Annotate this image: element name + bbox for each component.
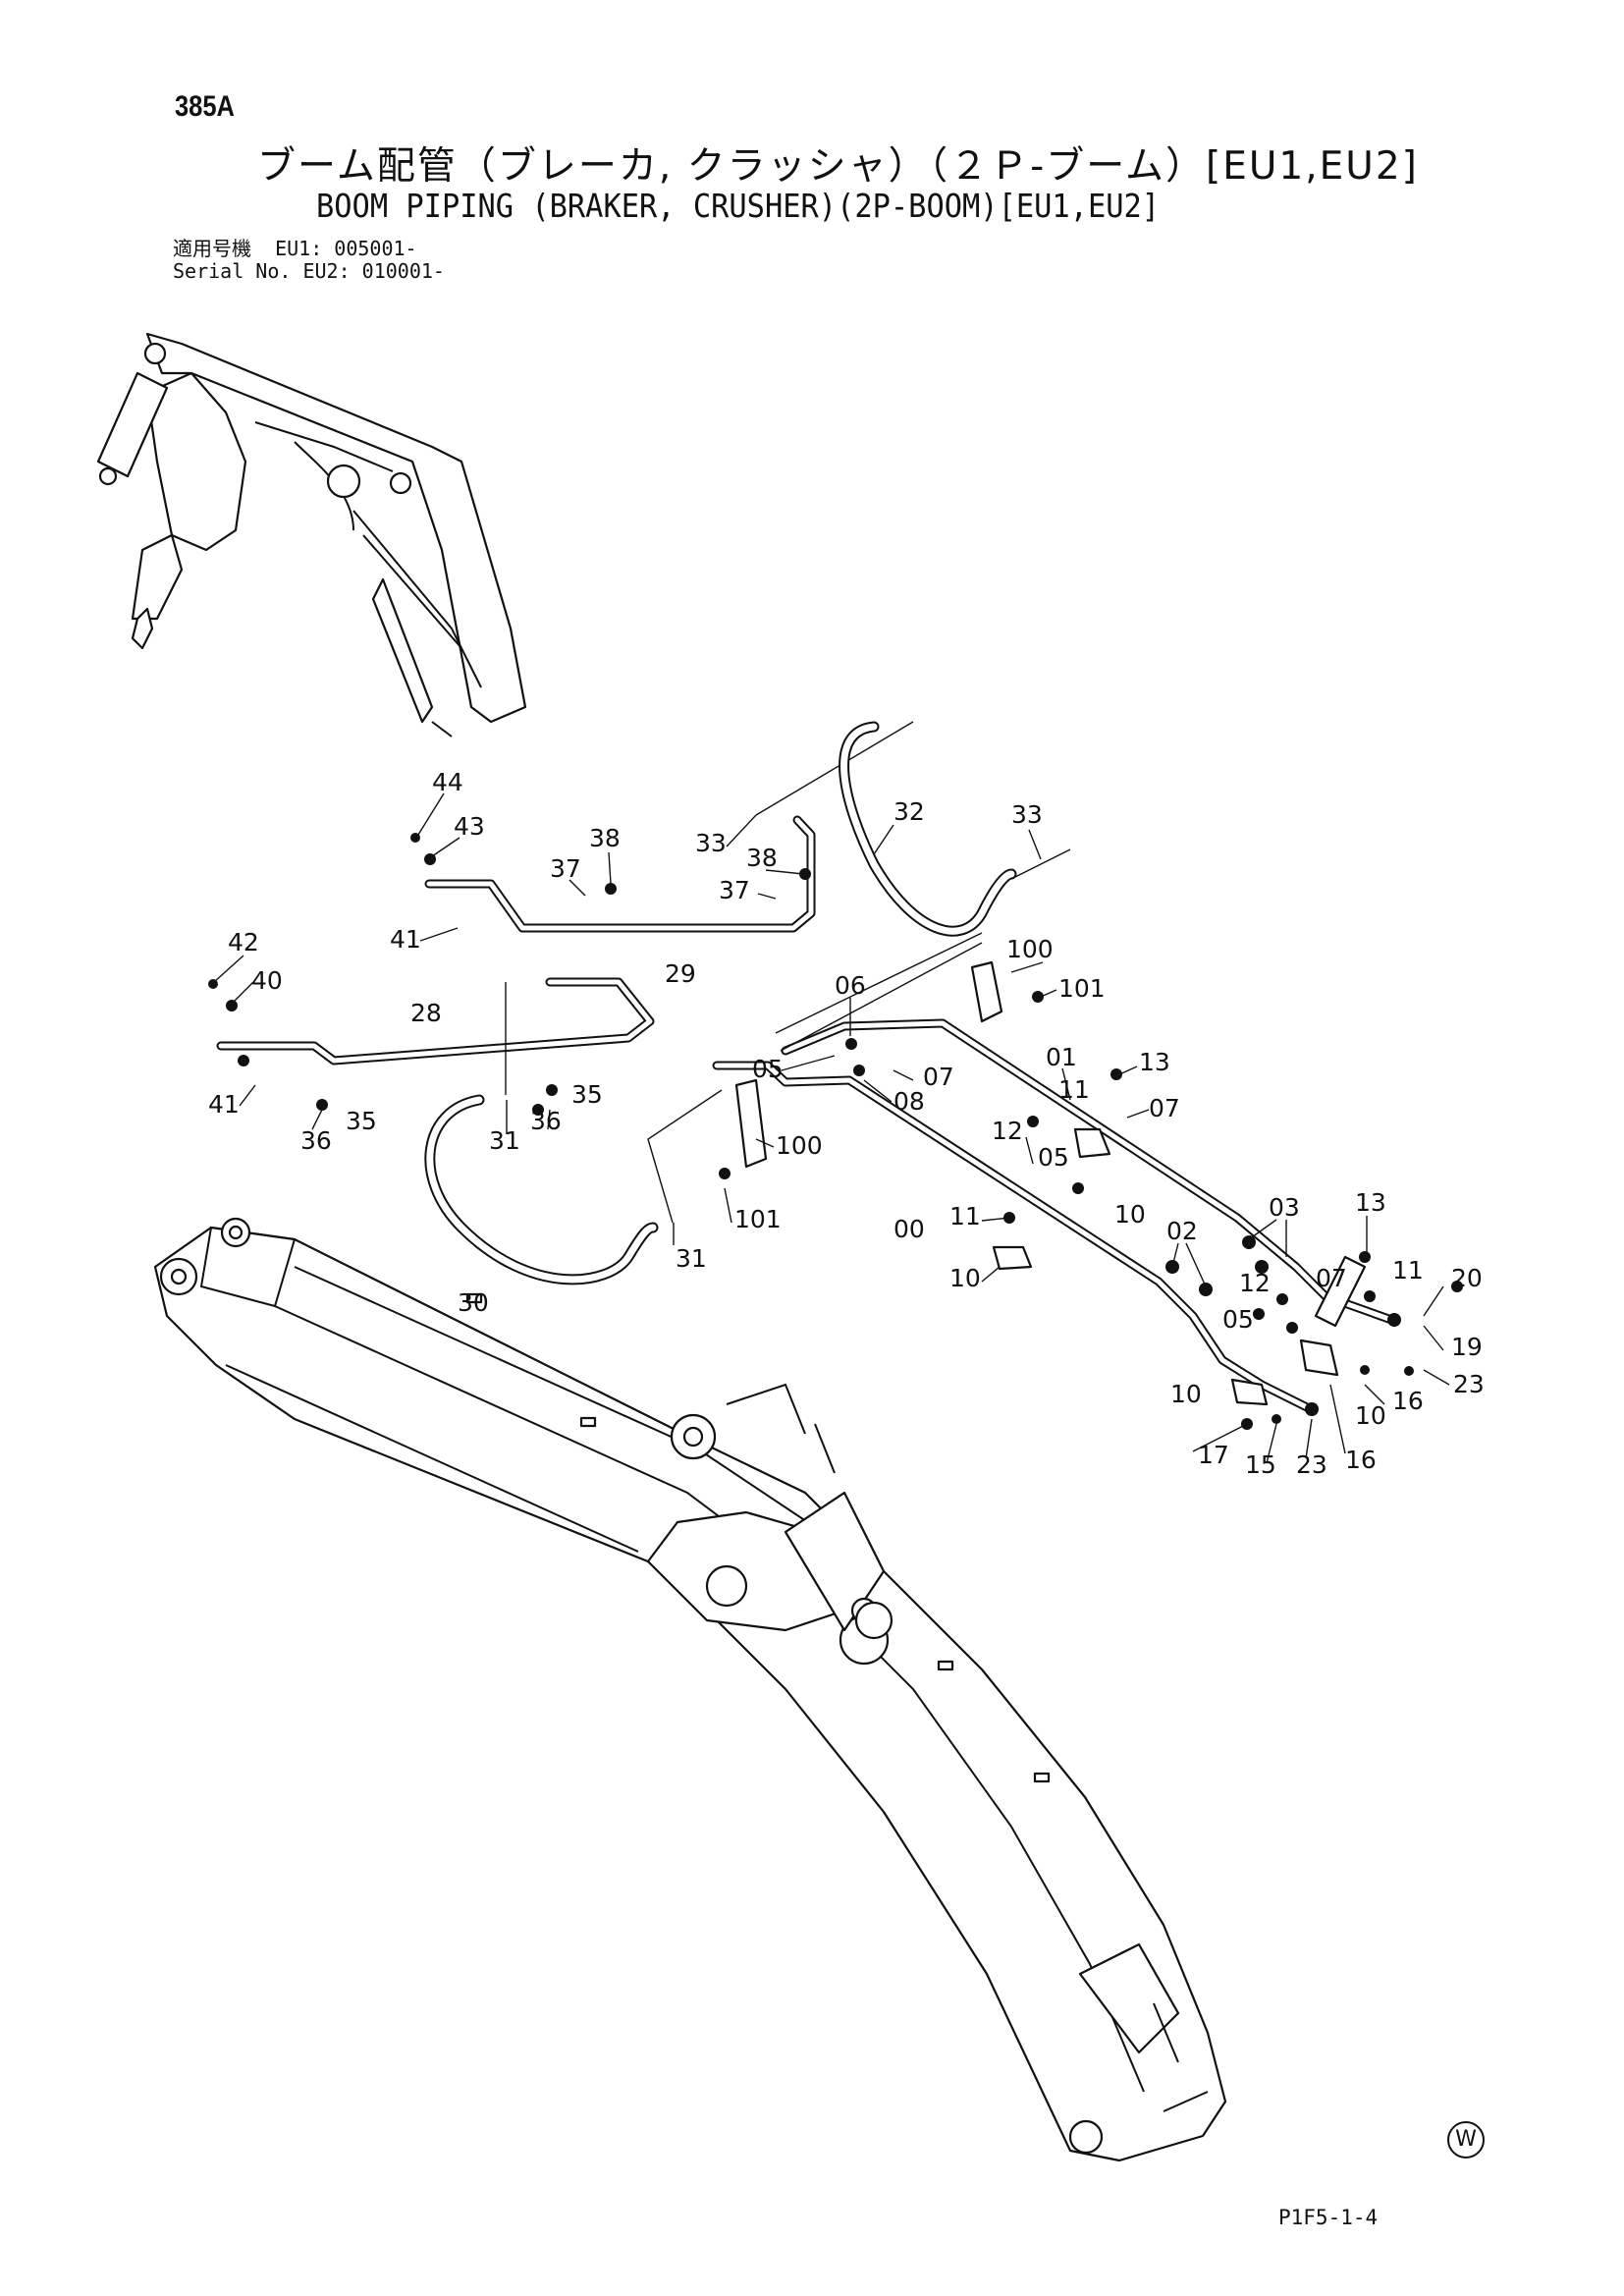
callout-13: 13: [1139, 1048, 1170, 1076]
callout-07: 07: [923, 1063, 954, 1091]
hose-32: [839, 721, 1071, 937]
callout-36: 36: [300, 1126, 332, 1155]
callout-35: 35: [346, 1107, 377, 1135]
serial-eu2: EU2: 010001-: [302, 259, 445, 283]
callout-100: 100: [776, 1131, 823, 1160]
title-japanese: ブーム配管（ブレーカ, クラッシャ）（２Ｐ-ブーム）[EU1,EU2]: [257, 144, 1419, 189]
callout-08: 08: [893, 1087, 925, 1116]
callout-11: 11: [1392, 1256, 1424, 1285]
leader-lines: [213, 793, 1450, 1464]
callout-30: 30: [458, 1288, 489, 1317]
callout-19: 19: [1451, 1333, 1483, 1361]
watermark-symbol: W: [1447, 2121, 1485, 2159]
callout-37: 37: [719, 876, 750, 904]
callout-31: 31: [489, 1126, 520, 1155]
pipe-28: [216, 977, 655, 1095]
callout-101: 101: [1058, 974, 1106, 1003]
callout-05: 05: [1038, 1143, 1069, 1172]
callout-03: 03: [1269, 1193, 1300, 1222]
inset-machine-view: [96, 332, 527, 738]
callout-10: 10: [1355, 1401, 1386, 1430]
callout-33: 33: [695, 829, 727, 857]
callout-38: 38: [746, 844, 778, 872]
callout-16: 16: [1392, 1387, 1424, 1415]
serial-eu1: EU1: 005001-: [275, 237, 417, 260]
serial-label-en: Serial No.: [173, 259, 292, 283]
callout-41: 41: [208, 1090, 240, 1119]
callout-20: 20: [1451, 1264, 1483, 1292]
callout-05: 05: [1222, 1305, 1254, 1334]
callout-11: 11: [949, 1202, 981, 1230]
callout-100: 100: [1006, 935, 1054, 963]
callout-07: 07: [1316, 1264, 1347, 1292]
callout-12: 12: [1239, 1269, 1271, 1297]
callout-28: 28: [410, 999, 442, 1027]
callout-12: 12: [992, 1117, 1023, 1145]
callout-33: 33: [1011, 800, 1043, 829]
callout-labels: 44 43 38 37 38 37 33 33 32 29 41 42 40 2…: [208, 768, 1485, 1479]
callout-13: 13: [1355, 1188, 1386, 1217]
callout-01: 01: [1046, 1043, 1077, 1071]
callout-29: 29: [665, 959, 696, 988]
callout-42: 42: [228, 928, 259, 957]
callout-06: 06: [835, 971, 866, 1000]
serial-info: 適用号機 EU1: 005001- Serial No. EU2: 010001…: [173, 238, 445, 283]
callout-44: 44: [432, 768, 463, 796]
callout-15: 15: [1245, 1450, 1276, 1479]
callout-07: 07: [1149, 1094, 1180, 1122]
callout-38: 38: [589, 824, 621, 852]
title-english: BOOM PIPING (BRAKER, CRUSHER)(2P-BOOM)[E…: [316, 187, 1161, 225]
page-number: 385A: [175, 90, 235, 123]
callout-101: 101: [734, 1205, 782, 1233]
callout-10: 10: [949, 1264, 981, 1292]
callout-40: 40: [251, 966, 283, 995]
callout-36: 36: [530, 1107, 562, 1135]
callout-23: 23: [1296, 1450, 1327, 1479]
drawing-code: P1F5-1-4: [1278, 2206, 1379, 2229]
callout-23: 23: [1453, 1370, 1485, 1398]
callout-16: 16: [1345, 1446, 1377, 1474]
pipe-29: [424, 721, 914, 933]
callout-11: 11: [1058, 1075, 1090, 1104]
callout-17: 17: [1198, 1441, 1229, 1469]
callout-43: 43: [454, 812, 485, 841]
callout-00: 00: [893, 1215, 925, 1243]
boom-main: [153, 1217, 1227, 2162]
callout-10: 10: [1114, 1200, 1146, 1229]
callout-05: 05: [752, 1055, 784, 1083]
callout-32: 32: [893, 797, 925, 826]
callout-31: 31: [676, 1244, 707, 1273]
callout-37: 37: [550, 854, 581, 883]
hose-30: [424, 1089, 723, 1285]
brackets: [734, 960, 1367, 1406]
callout-10: 10: [1170, 1380, 1202, 1408]
callout-02: 02: [1166, 1217, 1198, 1245]
callout-35: 35: [571, 1080, 603, 1109]
callout-41: 41: [390, 925, 421, 954]
serial-label-jp: 適用号機: [173, 237, 251, 260]
